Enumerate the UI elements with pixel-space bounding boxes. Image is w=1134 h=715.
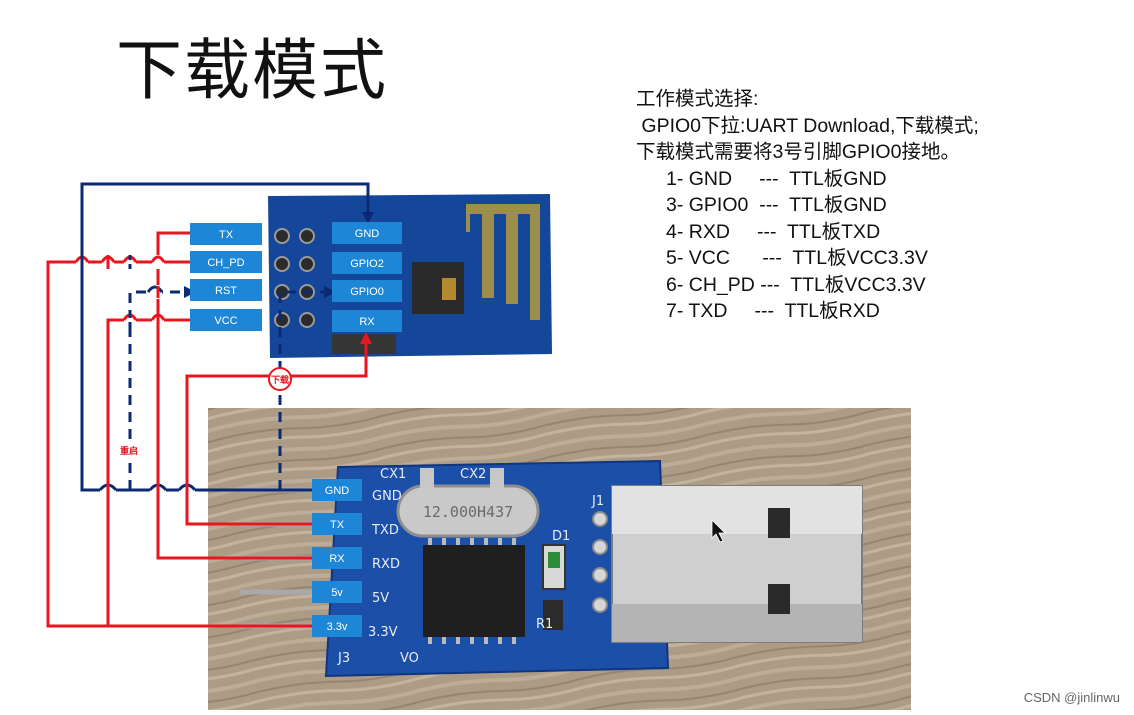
crystal-label: 12.000H437 — [423, 503, 513, 521]
esp-pin-tx: TX — [190, 223, 262, 245]
svg-text:RX: RX — [359, 316, 375, 328]
pin-mapping-3: 3- GPIO0 --- TTL板GND — [666, 194, 887, 216]
page-title: 下载模式 — [116, 32, 388, 109]
pin-mapping-5: 5- VCC --- TTL板VCC3.3V — [666, 247, 928, 269]
esp-pin-gpio0: GPIO0 — [332, 280, 402, 302]
svg-text:3.3v: 3.3v — [327, 621, 348, 633]
esp-pin-rx: RX — [332, 310, 402, 332]
wire-rst-gnd — [128, 286, 196, 490]
j1-pads — [592, 511, 608, 613]
esp-pin-gnd: GND — [332, 222, 402, 244]
download-badge: 下载 — [268, 367, 292, 391]
pin-mapping-6: 6- CH_PD --- TTL板VCC3.3V — [666, 273, 926, 296]
silk-j1: J1 — [591, 494, 604, 509]
pin-mapping-4: 4- RXD --- TTL板TXD — [666, 220, 881, 243]
silk-j3: J3 — [337, 651, 350, 666]
ttl-pin-rx: RX — [312, 547, 362, 569]
silk-d1: D1 — [552, 529, 570, 544]
wire-tx-rx — [156, 231, 312, 560]
mode-notes: 工作模式选择: GPIO0下拉:UART Download,下载模式; 下载模式需… — [636, 86, 979, 325]
silk-cx1: CX1 — [380, 467, 406, 482]
silk-txd: TXD — [371, 523, 399, 538]
wire-txd-rx — [185, 332, 372, 526]
watermark: CSDN @jinlinwu — [1023, 690, 1120, 705]
crystal-oscillator — [396, 484, 540, 538]
wire-vcc-3v3 — [106, 318, 190, 626]
svg-text:TX: TX — [330, 519, 345, 531]
svg-text:CH_PD: CH_PD — [207, 257, 244, 269]
silkscreen-labels: CX1 CX2 J1 D1 R1 J3 GND TXD RXD 5V 3.3V … — [337, 467, 604, 666]
usb-chip — [423, 545, 525, 637]
svg-text:重启: 重启 — [120, 445, 138, 457]
ttl-pin-3v3: 3.3v — [312, 615, 362, 637]
silk-cx2: CX2 — [460, 467, 486, 482]
silk-5v: 5V — [372, 591, 389, 606]
svg-text:RX: RX — [329, 553, 345, 565]
pin-mapping-list: 1- GND --- TTL板GND 3- GPIO0 --- TTL板GND 4-… — [636, 166, 979, 325]
ttl-pin-5v: 5v — [312, 581, 362, 603]
svg-text:TX: TX — [219, 229, 234, 241]
silk-3v3: 3.3V — [368, 625, 398, 640]
esp-pin-gpio2: GPIO2 — [332, 252, 402, 274]
notes-heading: 工作模式选择: — [636, 88, 759, 110]
chip-pins — [428, 538, 516, 644]
silk-r1: R1 — [536, 617, 553, 632]
pin-mapping-7: 7- TXD --- TTL板RXD — [666, 300, 880, 322]
silk-vo: VO — [400, 651, 419, 666]
usb-connector — [611, 485, 863, 643]
svg-text:VCC: VCC — [214, 315, 237, 327]
svg-text:下载: 下载 — [271, 374, 289, 386]
esp-pin-chpd: CH_PD — [190, 251, 262, 273]
esp-header — [274, 228, 315, 328]
svg-text:GPIO0: GPIO0 — [350, 286, 384, 298]
wire-chpd-3v3 — [46, 260, 312, 628]
pin-mapping-1: 1- GND --- TTL板GND — [666, 167, 887, 190]
esp-chip — [412, 262, 464, 314]
svg-text:GPIO2: GPIO2 — [350, 258, 384, 270]
notes-line-2: 下载模式需要将3号引脚GPIO0接地。 — [636, 141, 960, 163]
notes-line-1: GPIO0下拉:UART Download,下载模式; — [636, 114, 979, 137]
pcb-antenna — [466, 204, 540, 320]
ttl-pin-tx: TX — [312, 513, 362, 535]
ttl-pin-gnd: GND — [312, 479, 362, 501]
svg-text:5v: 5v — [331, 587, 343, 599]
svg-text:GND: GND — [355, 228, 380, 240]
silk-gnd: GND — [372, 489, 402, 504]
esp-module-photo — [268, 194, 552, 358]
silk-rxd: RXD — [372, 557, 400, 572]
svg-text:GND: GND — [325, 485, 350, 497]
svg-text:RST: RST — [215, 285, 237, 297]
restart-badge: 重启 — [114, 442, 144, 458]
esp-pin-vcc: VCC — [190, 309, 262, 331]
esp-pin-rst: RST — [190, 279, 262, 301]
